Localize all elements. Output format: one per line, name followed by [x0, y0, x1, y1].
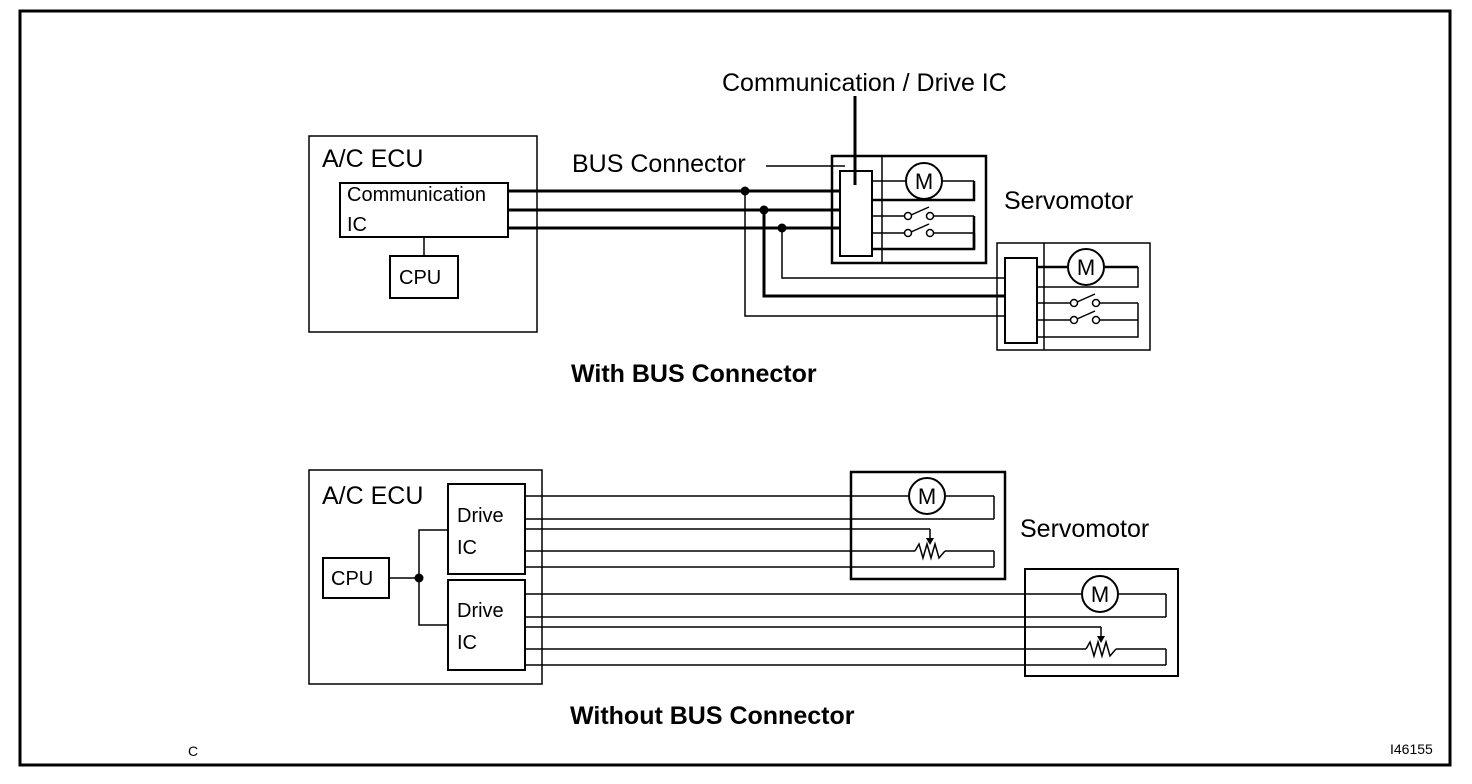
- bottom-caption: Without BUS Connector: [570, 702, 855, 730]
- bottom-drive-ic-2: [447, 579, 526, 671]
- top-diagram: [308, 96, 1151, 351]
- switch-icon: [903, 223, 935, 238]
- top-cpu-label: CPU: [399, 267, 441, 289]
- motor-letter: M: [1091, 582, 1109, 607]
- bottom-ecu-box: [308, 469, 543, 685]
- top-caption: With BUS Connector: [571, 360, 817, 388]
- junction-dot: [759, 205, 769, 215]
- junction-dot: [777, 223, 787, 233]
- motor-letter: M: [915, 169, 933, 194]
- top-servomotor-label: Servomotor: [1004, 187, 1133, 215]
- top-comm-ic-label-1: Communication: [347, 184, 486, 206]
- bottom-cpu-label: CPU: [331, 568, 373, 590]
- junction-dot: [740, 186, 750, 196]
- motor-letter: M: [918, 484, 936, 509]
- bottom-servomotor-1: [849, 470, 1007, 581]
- outer-frame: [18, 9, 1452, 767]
- bus-connector-label: BUS Connector: [572, 150, 746, 178]
- drive-ic-2-label-1: Drive: [457, 600, 504, 622]
- figure-id: I46155: [1390, 741, 1433, 757]
- switch-icon: [1069, 310, 1101, 325]
- drive-ic-1-label-1: Drive: [457, 505, 504, 527]
- top-comm-drive-ic-2: [1004, 257, 1038, 344]
- top-servomotor-1: [830, 154, 988, 265]
- drive-ic-1-label-2: IC: [457, 537, 477, 559]
- wiper-arrow-icon: [926, 538, 934, 545]
- switch-icon: [1069, 293, 1101, 308]
- top-servomotor-2: [996, 242, 1151, 351]
- switch-icon: [903, 206, 935, 221]
- footer-code: C: [188, 743, 198, 759]
- motor-icon: [1067, 248, 1105, 286]
- top-comm-ic-label-2: IC: [347, 214, 367, 236]
- motor-icon: [905, 162, 943, 200]
- comm-drive-ic-label: Communication / Drive IC: [722, 69, 1007, 97]
- bottom-diagram: [308, 469, 1179, 685]
- bottom-servomotor-label: Servomotor: [1020, 515, 1149, 543]
- bottom-drive-ic-1: [447, 483, 526, 575]
- top-ecu-box: [308, 135, 538, 333]
- bottom-ecu-label: A/C ECU: [322, 482, 423, 510]
- top-ecu-label: A/C ECU: [322, 145, 423, 173]
- motor-letter: M: [1077, 255, 1095, 280]
- bottom-servomotor-2: [1024, 568, 1179, 677]
- motor-icon: [1081, 575, 1119, 613]
- drive-ic-2-label-2: IC: [457, 632, 477, 654]
- wiper-arrow-icon: [1097, 636, 1105, 643]
- motor-icon: [908, 477, 946, 515]
- junction-dot: [414, 573, 424, 583]
